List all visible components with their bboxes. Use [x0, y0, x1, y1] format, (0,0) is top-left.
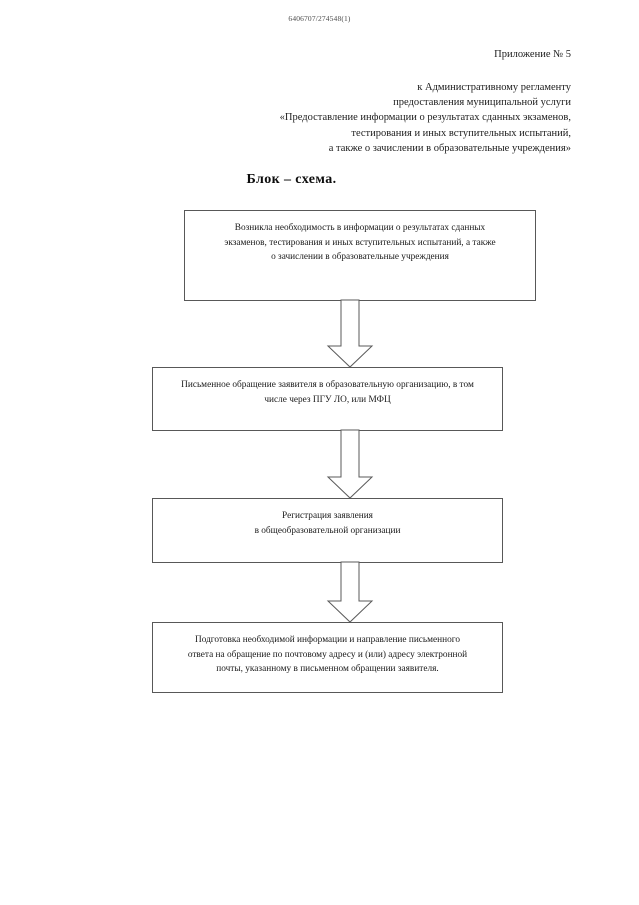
flowchart-node-3-line-2: в общеобразовательной организации [254, 525, 401, 536]
appendix-label: Приложение № 5 [494, 49, 571, 60]
flowchart-node-4-line-3: почты, указанному в письменном обращении… [216, 664, 439, 675]
flowchart-arrow-1-down-icon [326, 299, 374, 368]
scan-code-stamp: 6406707/274548(1) [288, 14, 351, 23]
flowchart-node-1-line-3: о зачислении в образовательные учреждени… [271, 252, 449, 263]
flowchart-node-1: Возникла необходимость в информации о ре… [184, 210, 536, 301]
page-title-text: Блок – схема. [246, 172, 337, 187]
regulation-reference-line-5: а также о зачислении в образовательные у… [328, 142, 571, 154]
flowchart-node-4: Подготовка необходимой информации и напр… [152, 622, 503, 693]
flowchart-node-1-line-2: экзаменов, тестирования и иных вступител… [224, 237, 496, 248]
flowchart-node-1-line-1: Возникла необходимость в информации о ре… [234, 223, 486, 233]
flowchart-arrow-3-down-icon [326, 561, 374, 623]
flowchart-node-4-line-1: Подготовка необходимой информации и напр… [194, 635, 461, 645]
regulation-reference-line-1: к Административному регламенту [417, 82, 571, 93]
flowchart-node-2-line-2: числе через ПГУ ЛО, или МФЦ [264, 394, 391, 405]
regulation-reference-line-3: «Предоставление информации о результатах… [279, 112, 571, 124]
flowchart-node-2-line-1: Письменное обращение заявителя в образов… [181, 380, 474, 390]
page-title: Блок – схема. [0, 172, 639, 188]
flowchart-node-3: Регистрация заявления в общеобразователь… [152, 498, 503, 563]
flowchart-node-4-line-2: ответа на обращение по почтовому адресу … [187, 649, 468, 660]
flowchart-node-3-line-1: Регистрация заявления [282, 511, 373, 521]
regulation-reference-block: к Административному регламенту предостав… [151, 80, 571, 156]
regulation-reference-line-4: тестирования и иных вступительных испыта… [351, 127, 571, 139]
flowchart-arrow-2-down-icon [326, 429, 374, 499]
flowchart-node-2: Письменное обращение заявителя в образов… [152, 367, 503, 431]
regulation-reference-line-2: предоставления муниципальной услуги [393, 97, 571, 109]
